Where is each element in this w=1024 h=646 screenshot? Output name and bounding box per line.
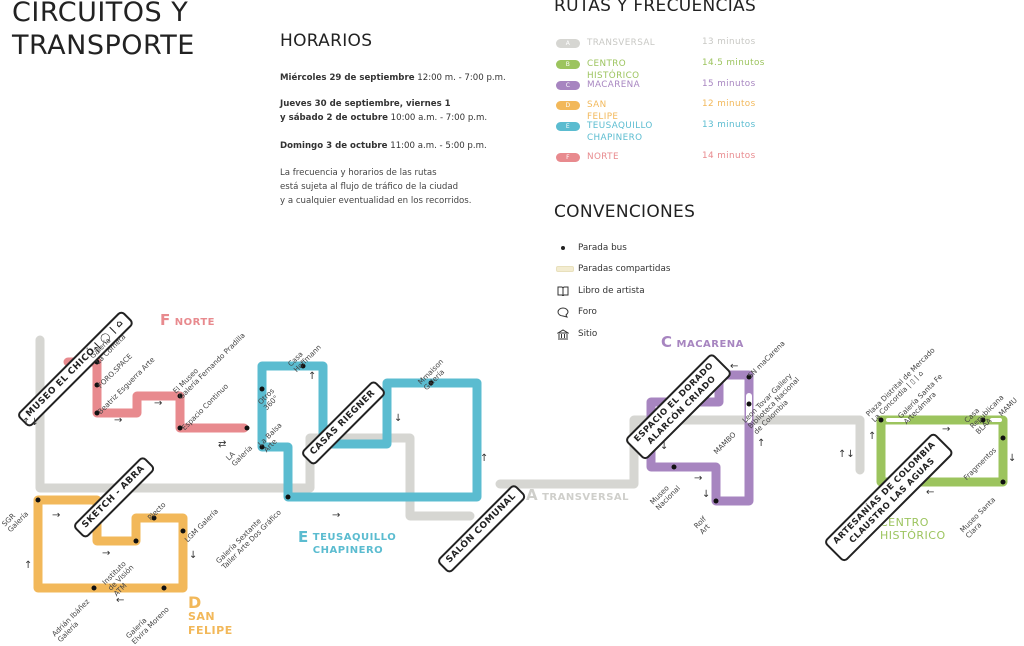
convenciones-title: CONVENCIONES	[554, 202, 696, 222]
arrow-icon: →	[52, 510, 61, 521]
arrow-icon: ↑	[480, 453, 489, 464]
book-icon	[556, 286, 570, 299]
arrow-icon: ←	[116, 595, 125, 606]
arrow-icon: ⇄	[218, 439, 227, 450]
route-a-path	[35, 335, 865, 521]
arrow-icon: →	[102, 548, 111, 559]
arrow-icon: ↓	[394, 413, 403, 424]
arrow-icon: →	[694, 473, 703, 484]
arrow-icon: ↑	[868, 431, 877, 442]
schedule-entry-3: Domingo 3 de octubre 11:00 a.m. - 5:00 p…	[280, 141, 487, 151]
arrow-icon: →	[114, 415, 123, 426]
schedule-note: La frecuencia y horarios de las rutas es…	[280, 168, 472, 206]
shared-stop-icon	[556, 264, 574, 274]
arrow-icon: ↓	[189, 550, 198, 561]
route-pill-c: C	[556, 81, 580, 90]
arrow-icon: →	[332, 510, 341, 521]
route-pill-f: F	[556, 153, 580, 162]
schedule-entry-2: Jueves 30 de septiembre, viernes 1 y sáb…	[280, 99, 488, 123]
arrow-icon: →	[154, 398, 163, 409]
arrow-icon: ←	[730, 361, 739, 372]
arrow-icon: ↑	[308, 371, 317, 382]
route-pill-b: B	[556, 60, 580, 69]
map-route-label-f: F NORTE	[160, 311, 216, 329]
route-f-path	[63, 357, 249, 433]
arrow-icon: ↑↓	[22, 417, 39, 428]
bus-stop-dot-icon	[556, 243, 570, 253]
arrow-icon: ↖	[93, 345, 102, 356]
schedule-entry-1: Miércoles 29 de septiembre 12:00 m. - 7:…	[280, 73, 506, 83]
route-pill-e: E	[556, 122, 580, 131]
arrow-icon: ↓	[702, 489, 711, 500]
route-pill-d: D	[556, 101, 580, 110]
arrow-icon: ↑	[757, 438, 766, 449]
arrow-icon: ↓	[1008, 453, 1017, 464]
building-icon	[556, 329, 570, 343]
arrow-icon: ←	[926, 487, 935, 498]
page-title: CIRCUITOS Y TRANSPORTE	[12, 0, 195, 61]
route-pill-a: A	[556, 39, 580, 48]
map-route-label-a: A TRANSVERSAL	[526, 486, 630, 504]
horarios-title: HORARIOS	[280, 31, 373, 51]
arrow-icon: →	[942, 424, 951, 435]
speech-bubble-icon	[556, 307, 570, 321]
arrow-icon: ↑	[24, 560, 33, 571]
arrow-icon: ↑↓	[838, 449, 855, 460]
map-route-label-c: C MACARENA	[661, 333, 744, 351]
arrow-icon: ↓	[660, 441, 669, 452]
map-route-label-d: D SAN FELIPE	[188, 593, 233, 638]
rutas-title: RUTAS Y FRECUENCIAS	[554, 0, 757, 16]
